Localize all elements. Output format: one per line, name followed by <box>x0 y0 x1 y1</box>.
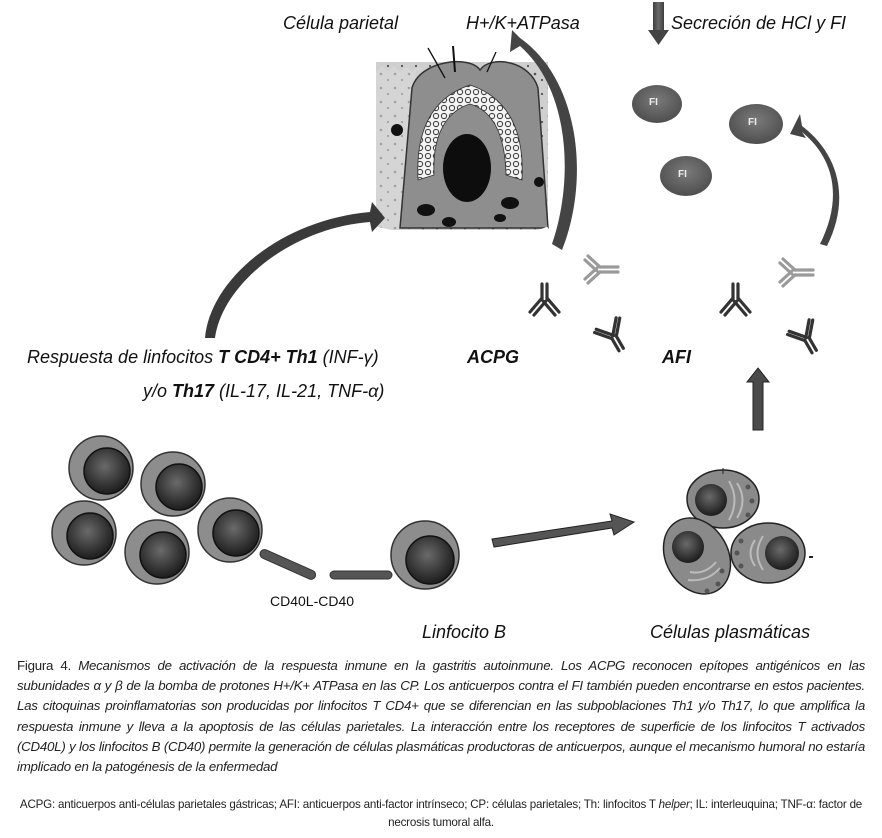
nucleus <box>443 134 491 202</box>
helper-term: helper <box>658 798 690 811</box>
acpg-to-parietal-arrow <box>510 30 577 250</box>
cd40-label: CD40L-CD40 <box>270 593 355 609</box>
antibody-icon <box>778 257 815 288</box>
fi-label: FI <box>678 169 687 180</box>
th-response-text: Respuesta de linfocitos <box>27 347 219 367</box>
th17-prefix: y/o <box>143 381 173 401</box>
diagram-canvas <box>51 2 840 595</box>
fi-molecule <box>660 156 712 196</box>
b-to-plasma-arrow <box>491 513 636 548</box>
lymphocyte-cell <box>68 435 134 501</box>
cd40-receptor <box>329 570 393 580</box>
plasma-cell <box>730 522 806 584</box>
afi-to-fi-arrow <box>790 114 840 246</box>
lymphocyte-cell <box>51 500 117 566</box>
plasma-cell <box>686 469 760 529</box>
fi-label: FI <box>649 97 658 108</box>
fi-molecule <box>729 104 783 144</box>
antibody-icon <box>528 282 561 317</box>
antibody-icon <box>593 316 625 353</box>
plasma-cells <box>662 468 813 595</box>
fi-label: FI <box>748 117 757 128</box>
cd40l-receptor <box>259 549 317 580</box>
th1-cytokine: (INF-γ) <box>317 347 379 367</box>
b-cell-label: Linfocito B <box>422 622 507 642</box>
afi-label: AFI <box>662 347 691 367</box>
th17-cytokines: (IL-17, IL-21, TNF-α) <box>214 381 385 401</box>
acpg-antibodies <box>528 254 625 353</box>
caption-text: Mecanismos de activación de la respuesta… <box>17 658 865 775</box>
plasma-cells-label: Células plasmáticas <box>650 622 811 642</box>
pump-pointer-line <box>427 47 446 79</box>
abbreviations-note: ACPG: anticuerpos anti-células parietale… <box>17 796 865 832</box>
th17-term: Th17 <box>172 381 215 401</box>
lymphocyte-cell <box>140 451 206 517</box>
secretion-label: Secreción de HCl y FI <box>671 13 847 33</box>
fi-molecule <box>632 85 682 123</box>
immune-mechanism-diagram: Célula parietal H+/K+ATPasa Secreción de… <box>27 2 847 642</box>
afi-antibodies <box>719 257 818 355</box>
parietal-cell-label: Célula parietal <box>283 13 399 33</box>
secretory-canaliculi <box>417 84 523 181</box>
cd40l-cd40-receptors <box>259 549 393 580</box>
acpg-label: ACPG <box>467 347 520 367</box>
fi-molecules <box>632 85 783 196</box>
b-lymphocyte <box>390 520 460 590</box>
th-response-arrow <box>205 202 385 338</box>
th17-response-label: y/o Th17 (IL-17, IL-21, TNF-α) <box>143 381 384 402</box>
pump-label: H+/K+ATPasa <box>466 13 580 33</box>
abbreviations-text-end: ; IL: interleuquina; TNF-α: factor de ne… <box>388 798 863 829</box>
figure-number: Figura 4. <box>17 658 79 673</box>
figure-caption: Figura 4. Mecanismos de activación de la… <box>17 656 865 777</box>
plasma-cell <box>662 517 732 595</box>
abbreviations-text: ACPG: anticuerpos anti-células parietale… <box>19 798 659 811</box>
antibody-icon <box>786 318 818 355</box>
parietal-cell-illustration <box>375 45 549 237</box>
plasma-to-afi-up-arrow <box>745 367 771 431</box>
t-lymphocytes <box>51 435 263 585</box>
lymphocyte-cell <box>197 497 263 563</box>
antibody-icon <box>583 254 620 285</box>
lymphocyte-cell <box>124 519 190 585</box>
th1-term: T CD4+ Th1 <box>218 347 318 367</box>
th-response-label: Respuesta de linfocitos T CD4+ Th1 (INF-… <box>27 347 379 368</box>
secretion-down-arrow <box>648 2 669 45</box>
antibody-icon <box>719 282 752 317</box>
